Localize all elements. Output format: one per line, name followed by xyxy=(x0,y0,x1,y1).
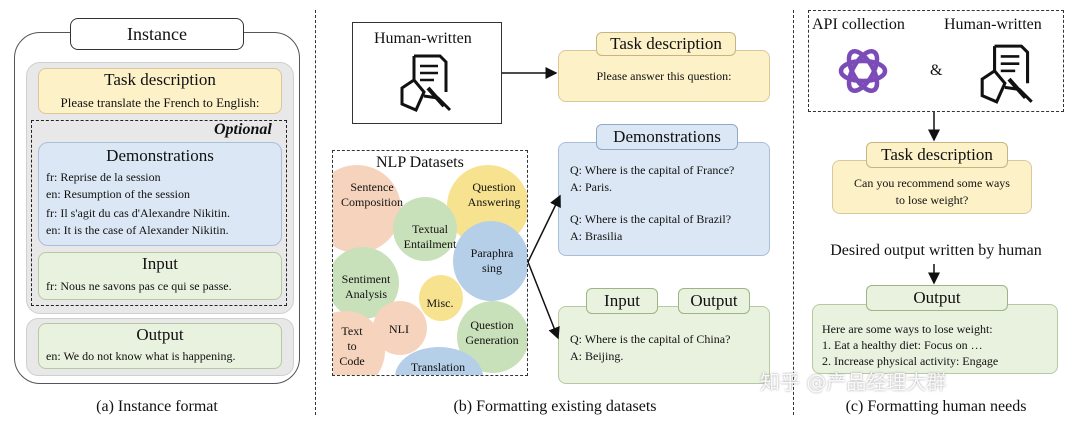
task-description-c-line-0: Can you recommend some ways xyxy=(854,176,1010,190)
arrow-nlp-to-io-b xyxy=(527,261,560,340)
demonstrations-b-tab xyxy=(596,124,738,150)
sources-c-box xyxy=(808,10,1064,112)
output-b-title: Output xyxy=(690,291,738,310)
output-a-text: en: We do not know what is happening. xyxy=(46,349,236,363)
task-description-c-line-1: to lose weight? xyxy=(895,193,969,207)
output-c-line-1: 1. Eat a healthy diet: Focus on … xyxy=(822,338,983,352)
output-a-title: Output xyxy=(136,325,184,344)
output-c-tab xyxy=(866,285,1008,311)
bubble-label-1: Question Answering xyxy=(467,180,521,209)
api-collection-label: API collection xyxy=(812,16,905,33)
bubble-misc xyxy=(419,275,463,321)
bubble-label-7: Text to Code xyxy=(339,324,365,368)
bubble-label-2: Textual Entailment xyxy=(403,222,457,251)
bubble-label-5: Misc. xyxy=(426,296,454,310)
human-written-c-label: Human-written xyxy=(944,16,1042,33)
demonstrations-a xyxy=(38,142,282,246)
bubble-paraphrasing xyxy=(453,221,527,301)
demonstrations-b-line-3: Q: Where is the capital of Brazil? xyxy=(570,212,732,226)
task-description-c xyxy=(832,160,1032,214)
demonstrations-a-line-2: fr: Il s'agit du cas d'Alexandre Nikitin… xyxy=(46,206,230,220)
input-output-b-line-0: Q: Where is the capital of China? xyxy=(570,332,731,346)
optional-frame xyxy=(31,120,287,306)
task-description-c-title: Task description xyxy=(881,145,993,164)
demonstrations-b xyxy=(558,142,770,256)
demonstrations-a-line-0: fr: Reprise de la session xyxy=(46,170,161,184)
demonstrations-a-title: Demonstrations xyxy=(106,146,214,165)
output-b-tab xyxy=(678,288,750,314)
nlp-datasets-title: NLP Datasets xyxy=(376,154,464,171)
watermark: 知乎 @产品经理大群 xyxy=(760,370,947,394)
output-c xyxy=(812,304,1058,374)
optional-label: Optional xyxy=(214,121,272,138)
caption-b: (b) Formatting existing datasets xyxy=(453,398,657,415)
bubble-sentence-composition xyxy=(333,165,401,253)
task-description-c-tab xyxy=(866,142,1008,168)
task-description-b-tab xyxy=(596,32,736,56)
task-description-b-title: Task description xyxy=(610,34,722,53)
input-a-title: Input xyxy=(142,254,178,273)
bubble-label-4: Sentiment Analysis xyxy=(341,272,391,301)
instance-title: Instance xyxy=(127,24,187,44)
human-written-b-label: Human-written xyxy=(374,30,472,47)
human-written-b-box xyxy=(352,22,502,124)
document-hand-icon-c xyxy=(978,42,1040,108)
divider-left xyxy=(315,10,316,415)
input-b-title: Input xyxy=(604,291,640,310)
caption-c: (c) Formatting human needs xyxy=(845,398,1027,415)
nlp-datasets-box xyxy=(332,150,528,376)
arrow-nlp-to-demos-b xyxy=(527,194,561,263)
input-output-b-line-1: A: Beijing. xyxy=(570,349,624,363)
input-output-b xyxy=(558,306,770,384)
openai-logo-icon xyxy=(836,44,890,98)
task-description-b-text: Please answer this question: xyxy=(596,69,732,83)
bubble-label-8: Question Generation xyxy=(465,318,519,347)
desired-output-label: Desired output written by human xyxy=(830,242,1042,259)
input-b-tab xyxy=(586,288,658,314)
bubble-textual-entailment xyxy=(393,197,457,261)
divider-right xyxy=(793,10,794,415)
output-c-line-2: 2. Increase physical activity: Engage xyxy=(822,354,999,368)
demonstrations-b-title: Demonstrations xyxy=(613,127,721,146)
caption-a: (a) Instance format xyxy=(96,398,218,415)
demonstrations-b-line-0: Q: Where is the capital of France? xyxy=(570,163,735,177)
task-description-a-title: Task description xyxy=(104,70,216,89)
bubble-label-3: Paraphra sing xyxy=(470,246,514,275)
ampersand-label: & xyxy=(930,62,943,79)
output-c-line-0: Here are some ways to lose weight: xyxy=(822,322,993,336)
demonstrations-a-line-3: en: It is the case of Alexander Nikitin. xyxy=(46,223,229,237)
input-a-text: fr: Nous ne savons pas ce qui se passe. xyxy=(46,279,232,293)
output-a xyxy=(38,323,282,369)
instance-title-box: Instance xyxy=(70,18,244,50)
bubble-label-6: NLI xyxy=(389,322,409,336)
document-hand-icon xyxy=(398,52,458,116)
bubble-label-9: Translation xyxy=(410,360,466,374)
task-description-a xyxy=(38,68,282,114)
input-a xyxy=(38,252,282,300)
output-c-title: Output xyxy=(913,288,961,307)
demonstrations-a-line-1: en: Resumption of the session xyxy=(46,187,190,201)
task-description-a-text: Please translate the French to English: xyxy=(60,95,260,110)
demonstrations-b-line-4: A: Brasilia xyxy=(570,229,623,243)
bubble-label-0: Sentence Composition xyxy=(340,180,403,209)
demonstrations-b-line-1: A: Paris. xyxy=(570,180,612,194)
